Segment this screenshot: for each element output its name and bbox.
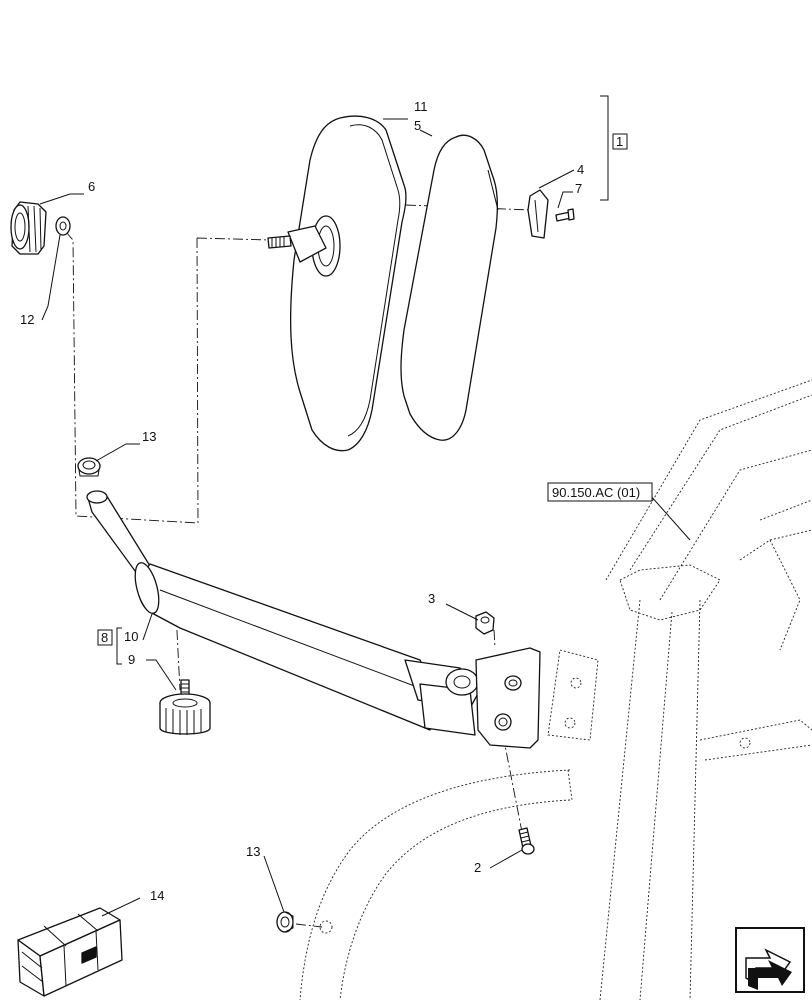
callout-labels: 11 5 1 4 7 6 12 13 3 8 10 9 2 13 14 90.1…: [20, 99, 653, 903]
callout-9: 9: [128, 652, 135, 667]
mirror-arm: [86, 490, 481, 736]
callout-12: 12: [20, 312, 34, 327]
mirror-glass: [400, 134, 499, 441]
callout-13-lower: 13: [246, 844, 260, 859]
callout-1: 1: [616, 134, 623, 149]
callout-6: 6: [88, 179, 95, 194]
reference-label: 90.150.AC (01): [552, 485, 640, 500]
callout-4: 4: [577, 162, 584, 177]
arrow-next-page-icon[interactable]: [735, 927, 805, 993]
callout-7: 7: [575, 181, 582, 196]
callout-13-upper: 13: [142, 429, 156, 444]
callout-11: 11: [414, 99, 428, 114]
washer: [55, 216, 71, 236]
knob-top: [10, 201, 47, 255]
grommet-upper: [77, 457, 101, 477]
reference-box: [547, 482, 653, 502]
mirror-stud: [267, 225, 327, 263]
callout-5: 5: [414, 118, 421, 133]
clip-screw: [555, 208, 575, 222]
cab-frame: [299, 379, 812, 1000]
bolt: [518, 827, 535, 855]
crate-icon: [17, 907, 123, 997]
mirror-head: [290, 115, 407, 452]
callout-10: 10: [124, 629, 138, 644]
knob-lower: [159, 679, 211, 735]
callout-8: 8: [101, 630, 108, 645]
nut: [475, 611, 495, 635]
callout-2: 2: [474, 860, 481, 875]
grommet-lower: [276, 911, 294, 933]
mirror-clip: [527, 189, 549, 239]
callout-8-box: [97, 629, 113, 646]
callout-3: 3: [428, 591, 435, 606]
callout-14: 14: [150, 888, 164, 903]
mounting-bracket: [475, 647, 541, 749]
callout-1-box: [612, 133, 628, 150]
